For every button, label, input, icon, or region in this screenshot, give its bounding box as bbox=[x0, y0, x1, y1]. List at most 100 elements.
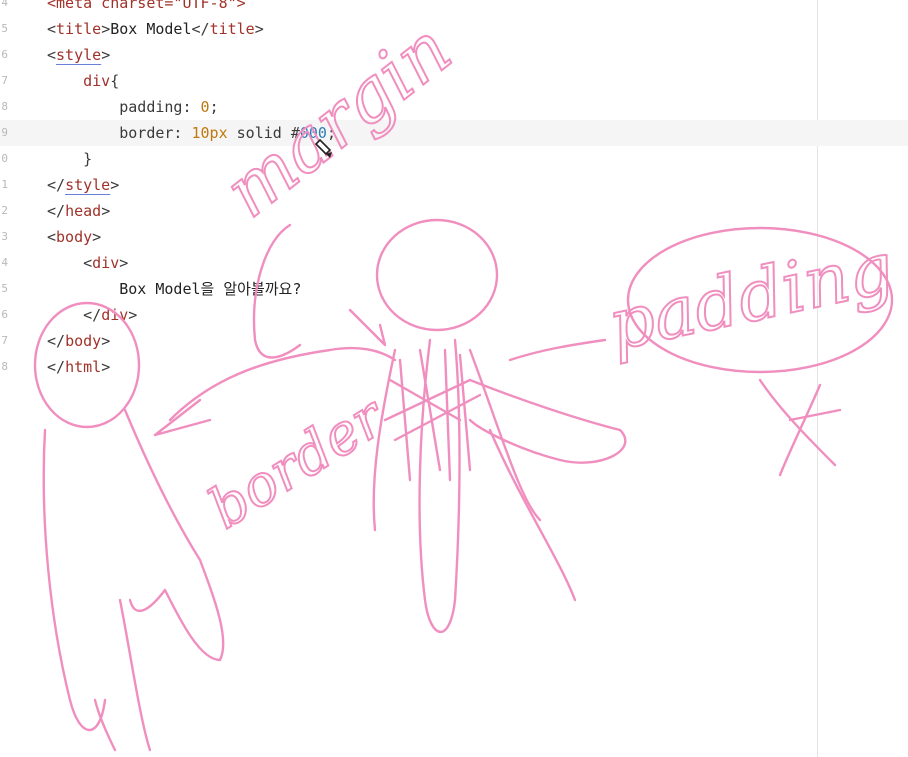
code-text: <title>Box Model</title> bbox=[47, 16, 264, 42]
code-token: solid bbox=[227, 124, 291, 142]
line-number: 2 bbox=[1, 204, 8, 217]
code-token: Box Model을 알아볼까요? bbox=[47, 280, 302, 298]
code-token bbox=[47, 306, 83, 324]
code-token: div bbox=[101, 306, 129, 324]
line-number: 6 bbox=[1, 48, 8, 61]
code-token: < bbox=[83, 254, 93, 272]
code-token: > bbox=[92, 228, 102, 246]
code-token: 000 bbox=[299, 124, 327, 142]
code-text: </style> bbox=[47, 172, 119, 198]
code-token: < bbox=[47, 228, 57, 246]
line-number: 5 bbox=[1, 282, 8, 295]
code-token: </ bbox=[47, 176, 66, 194]
code-token: </ bbox=[191, 20, 210, 38]
code-token: > bbox=[254, 20, 264, 38]
code-token: > bbox=[101, 202, 111, 220]
code-token: ; bbox=[326, 124, 336, 142]
code-token: </ bbox=[47, 202, 66, 220]
pen-cursor-icon bbox=[314, 138, 332, 158]
code-text: div{ bbox=[47, 68, 119, 94]
code-line[interactable]: 6 <style> bbox=[0, 42, 908, 68]
code-token: > bbox=[110, 176, 120, 194]
code-token: style bbox=[56, 46, 102, 64]
code-line[interactable]: 6 </div> bbox=[0, 302, 908, 328]
code-token: # bbox=[290, 124, 300, 142]
code-token: <meta charset="UTF-8"> bbox=[47, 0, 246, 12]
code-token: head bbox=[65, 202, 102, 220]
line-number: 0 bbox=[1, 152, 8, 165]
code-token: Box Model bbox=[110, 20, 192, 38]
code-line[interactable]: 1 </style> bbox=[0, 172, 908, 198]
line-number-gutter bbox=[0, 0, 14, 757]
code-line[interactable]: 8 padding: 0; bbox=[0, 94, 908, 120]
code-token: > bbox=[101, 46, 111, 64]
code-text: <body> bbox=[47, 224, 101, 250]
code-line[interactable]: 9 border: 10px solid #000; bbox=[0, 120, 908, 146]
code-token: } bbox=[83, 150, 93, 168]
code-line[interactable]: 2 </head> bbox=[0, 198, 908, 224]
code-line[interactable]: 7 </body> bbox=[0, 328, 908, 354]
code-token bbox=[47, 124, 119, 142]
code-line[interactable]: 5<title>Box Model</title> bbox=[0, 16, 908, 42]
code-token: > bbox=[101, 20, 111, 38]
code-token: < bbox=[47, 20, 57, 38]
code-token: div bbox=[83, 72, 111, 90]
code-token: </ bbox=[47, 358, 66, 376]
code-text: </head> bbox=[47, 198, 110, 224]
line-number: 7 bbox=[1, 74, 8, 87]
code-token: title bbox=[56, 20, 102, 38]
code-text: <div> bbox=[47, 250, 128, 276]
code-token bbox=[47, 72, 83, 90]
code-text: <style> bbox=[47, 42, 110, 68]
code-line[interactable]: 4 <meta charset="UTF-8"> bbox=[0, 0, 908, 16]
code-text: border: 10px solid #000; bbox=[47, 120, 336, 146]
line-number: 6 bbox=[1, 308, 8, 321]
code-line[interactable]: 4 <div> bbox=[0, 250, 908, 276]
code-token: { bbox=[110, 72, 120, 90]
line-number: 5 bbox=[1, 22, 8, 35]
line-number: 3 bbox=[1, 230, 8, 243]
code-text: </body> bbox=[47, 328, 110, 354]
code-text: <meta charset="UTF-8"> bbox=[47, 0, 246, 16]
code-token: </ bbox=[47, 332, 66, 350]
code-line[interactable]: 3 <body> bbox=[0, 224, 908, 250]
code-token bbox=[47, 150, 83, 168]
code-token: border: bbox=[119, 124, 192, 142]
code-text: </html> bbox=[47, 354, 110, 380]
code-token: < bbox=[47, 46, 57, 64]
code-token: div bbox=[92, 254, 120, 272]
line-number: 1 bbox=[1, 178, 8, 191]
code-token: padding: bbox=[119, 98, 201, 116]
code-text: </div> bbox=[47, 302, 137, 328]
code-token: > bbox=[101, 358, 111, 376]
code-text: } bbox=[47, 146, 92, 172]
code-token: 0 bbox=[200, 98, 210, 116]
code-token: 10px bbox=[191, 124, 228, 142]
code-token: title bbox=[209, 20, 255, 38]
line-number: 4 bbox=[1, 0, 8, 9]
code-token: body bbox=[56, 228, 93, 246]
code-token bbox=[47, 254, 83, 272]
line-number: 8 bbox=[1, 100, 8, 113]
code-line[interactable]: 5 Box Model을 알아볼까요? bbox=[0, 276, 908, 302]
code-token: > bbox=[128, 306, 138, 324]
code-line[interactable]: 8 </html> bbox=[0, 354, 908, 380]
code-token bbox=[47, 98, 119, 116]
code-token: > bbox=[119, 254, 129, 272]
code-token: style bbox=[65, 176, 111, 194]
code-token: ; bbox=[209, 98, 219, 116]
line-number: 7 bbox=[1, 334, 8, 347]
code-text: Box Model을 알아볼까요? bbox=[47, 276, 301, 302]
code-token: > bbox=[101, 332, 111, 350]
code-token: html bbox=[65, 358, 102, 376]
code-line[interactable]: 0 } bbox=[0, 146, 908, 172]
line-number: 4 bbox=[1, 256, 8, 269]
code-token: </ bbox=[83, 306, 102, 324]
line-number: 8 bbox=[1, 360, 8, 373]
code-line[interactable]: 7 div{ bbox=[0, 68, 908, 94]
code-token: body bbox=[65, 332, 102, 350]
code-text: padding: 0; bbox=[47, 94, 219, 120]
line-number: 9 bbox=[1, 126, 8, 139]
editor-ruler bbox=[817, 0, 818, 757]
